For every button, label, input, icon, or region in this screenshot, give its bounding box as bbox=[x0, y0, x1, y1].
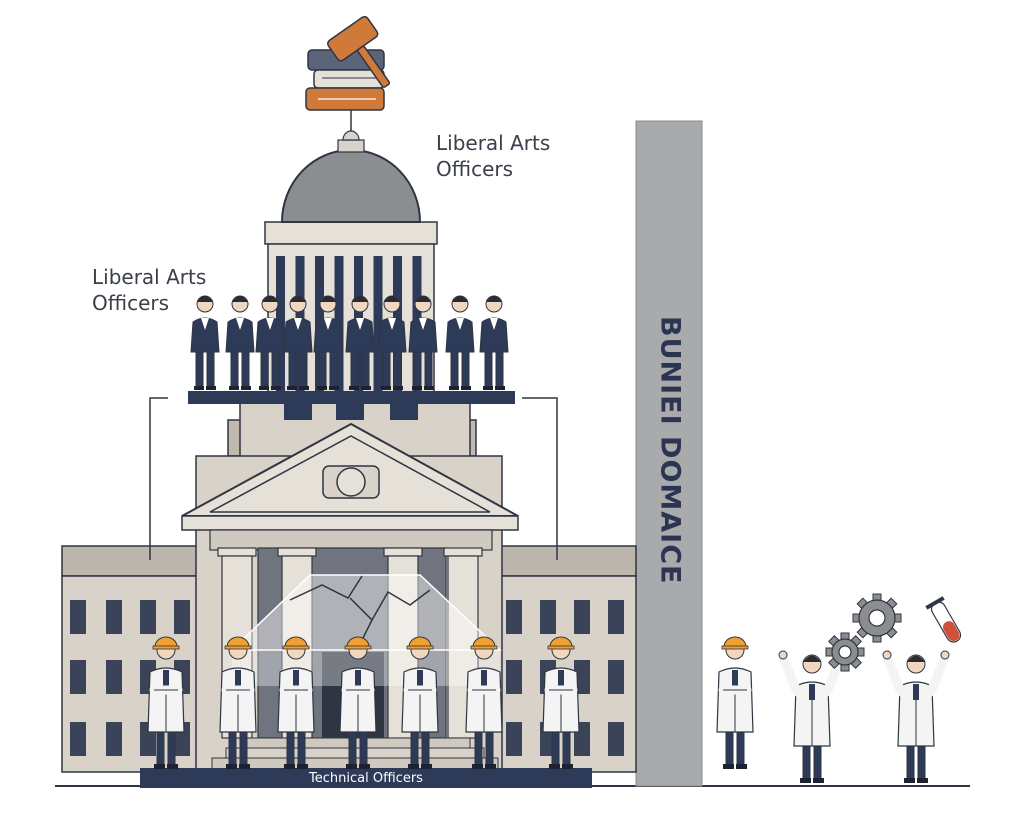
officer-figure bbox=[190, 295, 220, 390]
technician-figure bbox=[147, 636, 185, 769]
window bbox=[506, 722, 522, 756]
pillar-label: BUNIEI DOMAICE bbox=[654, 315, 686, 585]
glass-cracks bbox=[289, 575, 431, 641]
window bbox=[140, 600, 156, 634]
label-line: Liberal Arts bbox=[92, 265, 207, 289]
officer-figure bbox=[445, 295, 475, 390]
window bbox=[506, 600, 522, 634]
window bbox=[540, 600, 556, 634]
gear-icon bbox=[825, 632, 865, 672]
technician-figure bbox=[339, 636, 377, 769]
window bbox=[608, 722, 624, 756]
technician-figure bbox=[401, 636, 439, 769]
liberal-arts-officers bbox=[190, 295, 509, 390]
officer-figure bbox=[255, 295, 285, 390]
officer-figure bbox=[225, 295, 255, 390]
window bbox=[70, 660, 86, 694]
outside-scientists bbox=[716, 593, 962, 783]
window bbox=[506, 660, 522, 694]
test-tube-icon bbox=[925, 596, 962, 643]
officer-figure bbox=[408, 295, 438, 390]
tower-bar bbox=[373, 256, 383, 392]
window bbox=[174, 600, 190, 634]
window bbox=[70, 722, 86, 756]
window bbox=[106, 600, 122, 634]
leader-line-left bbox=[149, 397, 168, 560]
scientist-figure bbox=[778, 650, 846, 783]
officer-figure bbox=[283, 295, 313, 390]
engineer-figure bbox=[716, 636, 754, 769]
gavel-icon bbox=[326, 15, 391, 88]
left-wing bbox=[61, 545, 198, 773]
label-line: Officers bbox=[436, 157, 514, 181]
window bbox=[106, 660, 122, 694]
label-line: Officers bbox=[92, 291, 170, 315]
window bbox=[106, 722, 122, 756]
label-liberal-arts-left: Liberal Arts Officers bbox=[92, 264, 206, 316]
officer-figure bbox=[345, 295, 375, 390]
window bbox=[70, 600, 86, 634]
window bbox=[608, 660, 624, 694]
pediment-emblem bbox=[336, 467, 366, 497]
officer-figure bbox=[313, 295, 343, 390]
gear-icon bbox=[852, 593, 902, 643]
domain-pillar bbox=[635, 120, 703, 787]
technician-figure bbox=[465, 636, 503, 769]
window bbox=[608, 600, 624, 634]
scientist-figure bbox=[882, 650, 950, 783]
dome bbox=[280, 149, 422, 223]
technician-figure bbox=[542, 636, 580, 769]
officer-platform bbox=[188, 391, 515, 404]
leader-line-right bbox=[522, 397, 558, 560]
window bbox=[574, 600, 590, 634]
label-line: Liberal Arts bbox=[436, 131, 551, 155]
label-technical-officers: Technical Officers bbox=[309, 771, 423, 786]
technician-figure bbox=[219, 636, 257, 769]
technical-officers bbox=[147, 636, 580, 769]
label-liberal-arts-top: Liberal Arts Officers bbox=[436, 130, 550, 182]
base-plinth bbox=[140, 768, 592, 788]
officer-figure bbox=[377, 295, 407, 390]
technician-figure bbox=[277, 636, 315, 769]
officer-figure bbox=[479, 295, 509, 390]
left-wing-windows bbox=[70, 600, 190, 756]
